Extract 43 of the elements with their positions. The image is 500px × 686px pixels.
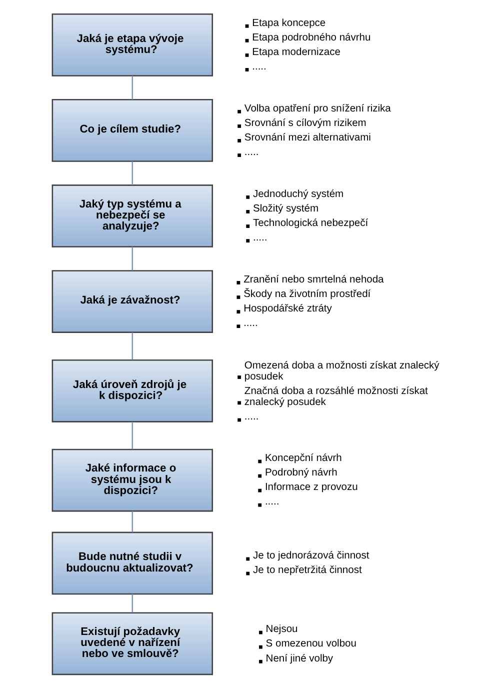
node-label: Technologická nebezpečí [252, 218, 368, 229]
node-label: Informace z provozu [264, 482, 358, 494]
connector [132, 422, 134, 450]
node-label: Hospodářské ztráty [244, 303, 332, 314]
node-box: Co je cílem studie? [52, 99, 213, 162]
connector [132, 161, 134, 186]
node-label: Srovnání s cílovým rizikem [244, 118, 366, 129]
connector [132, 594, 134, 613]
node-box: Jaká je etapa vývoje systému? [52, 13, 213, 76]
node-box: Jaký typ systému a nebezpečí se analyzuje? [52, 184, 213, 248]
node-label: Srovnání mezi alternativami [244, 132, 371, 144]
node-label: ..... [252, 232, 268, 244]
node-label: Není jiné volby [266, 653, 334, 664]
node-label: Složitý systém [252, 203, 318, 214]
node-box: Jaká je závažnost? [52, 270, 213, 333]
connector [132, 332, 134, 360]
node-label: Zranění nebo smrtelná nehoda [244, 274, 384, 286]
node-label: ..... [244, 318, 258, 329]
node-label: Etapa modernizace [252, 46, 340, 58]
node-label: ..... [244, 412, 259, 423]
node-label: Škody na životním prostředí [244, 288, 371, 300]
node-label: Nejsou [266, 624, 298, 636]
node-label: Omezená doba a možnosti získat znalecký posudek [244, 360, 440, 382]
node-label: S omezenou volbou [266, 638, 356, 650]
node-label: Jednoduchý systém [252, 188, 344, 200]
node-label: Volba opatření pro snížení rizika [244, 103, 391, 114]
node-label: Značná doba a rozsáhlé možnosti získat znalecký posudek [244, 386, 428, 408]
node-label: Je to nepřetržitá činnost [252, 565, 362, 576]
node-label: Etapa podrobného návrhu [252, 32, 371, 44]
node-box: Jaká úroveň zdrojů je k dispozici? [52, 359, 213, 422]
node-label: ..... [252, 61, 266, 72]
connector [132, 76, 134, 100]
node-box: Existují požadavky uvedené v nařízení nebo ve smlouvě? [52, 612, 213, 676]
node-label: Je to jednorázová činnost [252, 550, 370, 562]
connector [132, 246, 134, 271]
node-label: Koncepční návrh [264, 453, 342, 464]
node-label: ..... [264, 496, 280, 508]
connector [132, 511, 134, 532]
node-label: Etapa koncepce [252, 18, 326, 29]
node-box: Bude nutné studii v budoucnu aktualizovat? [52, 532, 213, 595]
node-label: ..... [244, 146, 259, 158]
node-box: Jaké informace o systému jsou k dispozici? [52, 448, 213, 512]
node-label: Podrobný návrh [264, 468, 338, 479]
